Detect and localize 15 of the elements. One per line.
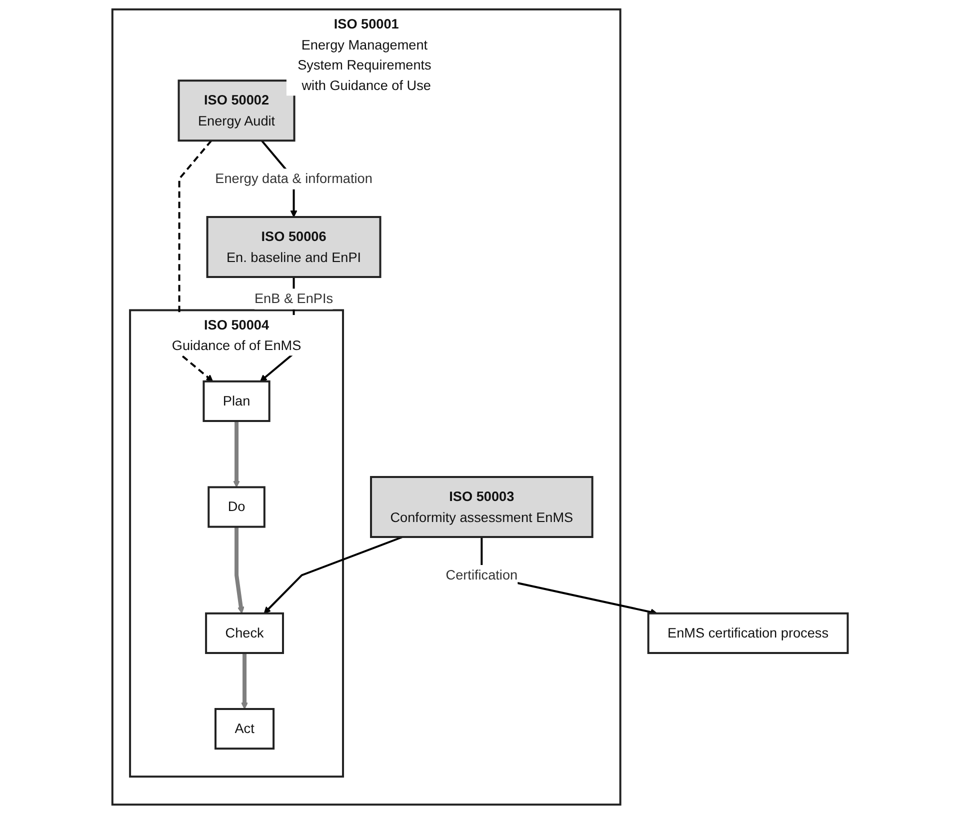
node-box: ISO 50002 Energy Audit [178, 80, 296, 142]
arrow [234, 526, 245, 614]
node-box: ISO 50006 En. baseline and EnPI [206, 216, 382, 278]
arrow [233, 421, 240, 488]
edge-label: Energy data & information [216, 171, 373, 186]
node-box: EnMS certification process [648, 612, 850, 654]
node-box: Act [214, 708, 275, 750]
edge-label: Certification [446, 567, 518, 583]
node-box: Check [206, 612, 284, 654]
arrow [264, 536, 404, 614]
node-box: ISO 50003 Conformity assessment EnMS [370, 476, 594, 538]
node-box: Plan [203, 380, 271, 422]
arrow [241, 653, 248, 710]
edge-label: EnB & EnPIs [254, 291, 334, 306]
node-box: Do [208, 486, 266, 528]
